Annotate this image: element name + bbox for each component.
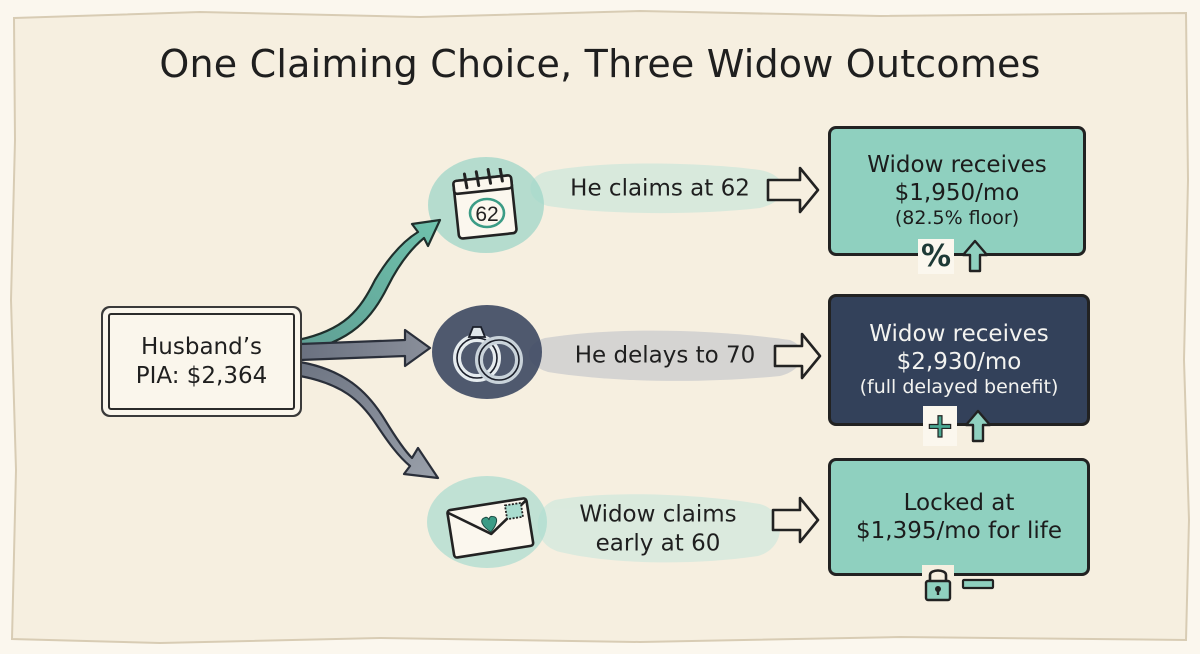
flow-arrow-to-middle	[298, 328, 432, 368]
result-box-middle: Widow receives $2,930/mo (full delayed b…	[828, 294, 1090, 426]
arrow-bottom	[771, 496, 820, 544]
up-arrow-icon	[965, 409, 992, 443]
envelope-heart-icon	[446, 497, 535, 559]
arrow-top	[766, 166, 820, 214]
result-box-top: Widow receives $1,950/mo (82.5% floor)	[828, 126, 1086, 256]
result-bottom-line2: $1,395/mo for life	[856, 518, 1062, 544]
result-top-note: (82.5% floor)	[894, 207, 1020, 230]
result-top-line1: Widow receives	[867, 152, 1047, 179]
result-box-bottom: Locked at $1,395/mo for life	[828, 458, 1090, 576]
calendar-62-text: 62	[475, 203, 498, 226]
husband-pia-box: Husband’s PIA: $2,364	[108, 313, 295, 410]
label-he-claims-62: He claims at 62	[570, 175, 750, 202]
label-widow-claims-60: Widow claims early at 60	[579, 501, 737, 557]
up-arrow-icon	[961, 239, 989, 273]
badge-top: %	[914, 238, 994, 274]
flow-arrow-to-bottom	[298, 360, 440, 480]
result-middle-note: (full delayed benefit)	[859, 376, 1059, 399]
padlock-icon	[922, 565, 954, 603]
minus-icon	[961, 578, 995, 590]
result-top-line2: $1,950/mo	[894, 180, 1020, 207]
result-middle-line2: $2,930/mo	[896, 349, 1022, 376]
plus-icon: +	[922, 405, 958, 447]
badge-middle: +	[918, 405, 998, 447]
diagram-title: One Claiming Choice, Three Widow Outcome…	[159, 42, 1041, 86]
calendar-62-icon: 62	[452, 168, 518, 240]
arrow-middle	[773, 332, 822, 380]
badge-bottom	[910, 564, 1006, 604]
husband-pia-line1: Husband’s	[140, 333, 263, 360]
husband-pia-line2: PIA: $2,364	[135, 362, 268, 389]
percent-icon: %	[917, 238, 955, 274]
result-bottom-line1: Locked at	[903, 489, 1015, 516]
result-middle-line1: Widow receives	[869, 321, 1049, 348]
wedding-rings-icon	[453, 326, 523, 384]
label-washes	[528, 163, 803, 563]
label-he-delays-70: He delays to 70	[574, 342, 756, 369]
flow-arrow-to-top	[296, 218, 442, 354]
